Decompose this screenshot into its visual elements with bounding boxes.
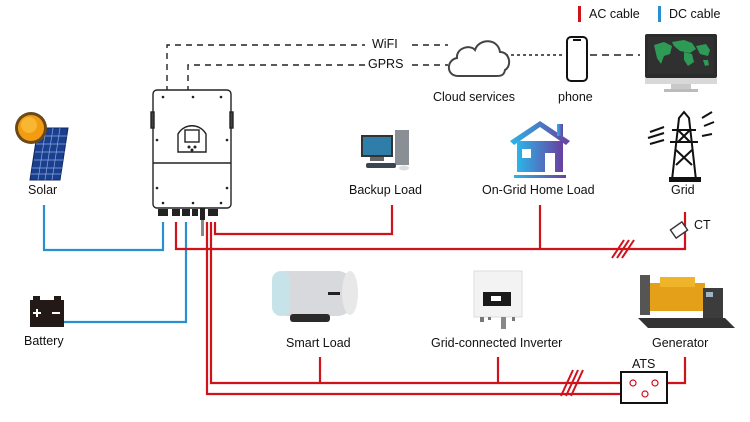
legend-ac-label: AC cable (589, 7, 640, 21)
grid-inverter-label: Grid-connected Inverter (431, 336, 563, 350)
battery-label: Battery (24, 334, 64, 348)
legend-dc-label: DC cable (669, 7, 721, 21)
sun-icon (15, 112, 47, 144)
generator-bus (205, 222, 645, 396)
legend-ac: AC cable (578, 6, 640, 22)
dc-cable-swatch (658, 6, 661, 22)
generator-label: Generator (652, 336, 709, 350)
wifi-link (166, 44, 448, 92)
water-heater-icon (272, 271, 358, 322)
solar-label: Solar (28, 183, 58, 197)
wifi-label: WiFI (372, 37, 398, 51)
gprs-link (187, 64, 448, 92)
ct-label: CT (694, 218, 711, 232)
cable-break-marks (560, 239, 635, 397)
monitor-icon (645, 34, 717, 92)
gprs-label: GPRS (368, 57, 404, 71)
house-icon (510, 121, 570, 178)
ats-switch-icon (620, 371, 668, 404)
grid-inverter-icon (473, 270, 523, 329)
computer-icon (361, 130, 409, 171)
grid-label: Grid (671, 183, 695, 197)
generator-icon (638, 275, 735, 328)
grid-cable (174, 212, 687, 251)
ac-cable-swatch (578, 6, 581, 22)
battery-dc-cable (64, 222, 188, 324)
backup-load-cable (213, 205, 394, 236)
battery-icon (30, 296, 64, 327)
phone-label: phone (558, 90, 593, 104)
smart-load-bus (209, 222, 631, 385)
cloud-icon (447, 40, 511, 77)
solar-dc-cable (42, 205, 165, 252)
on-grid-home-load-label: On-Grid Home Load (482, 183, 595, 197)
backup-load-label: Backup Load (349, 183, 422, 197)
hybrid-inverter-icon (150, 89, 234, 236)
cloud-label: Cloud services (433, 90, 515, 104)
dc-cables (42, 205, 188, 324)
legend-dc: DC cable (658, 6, 720, 22)
ct-sensor-icon (669, 220, 689, 240)
ac-cables (174, 205, 687, 396)
power-tower-icon (647, 110, 715, 182)
ats-label: ATS (632, 357, 656, 371)
smart-load-label: Smart Load (286, 336, 351, 350)
phone-icon (566, 36, 588, 82)
